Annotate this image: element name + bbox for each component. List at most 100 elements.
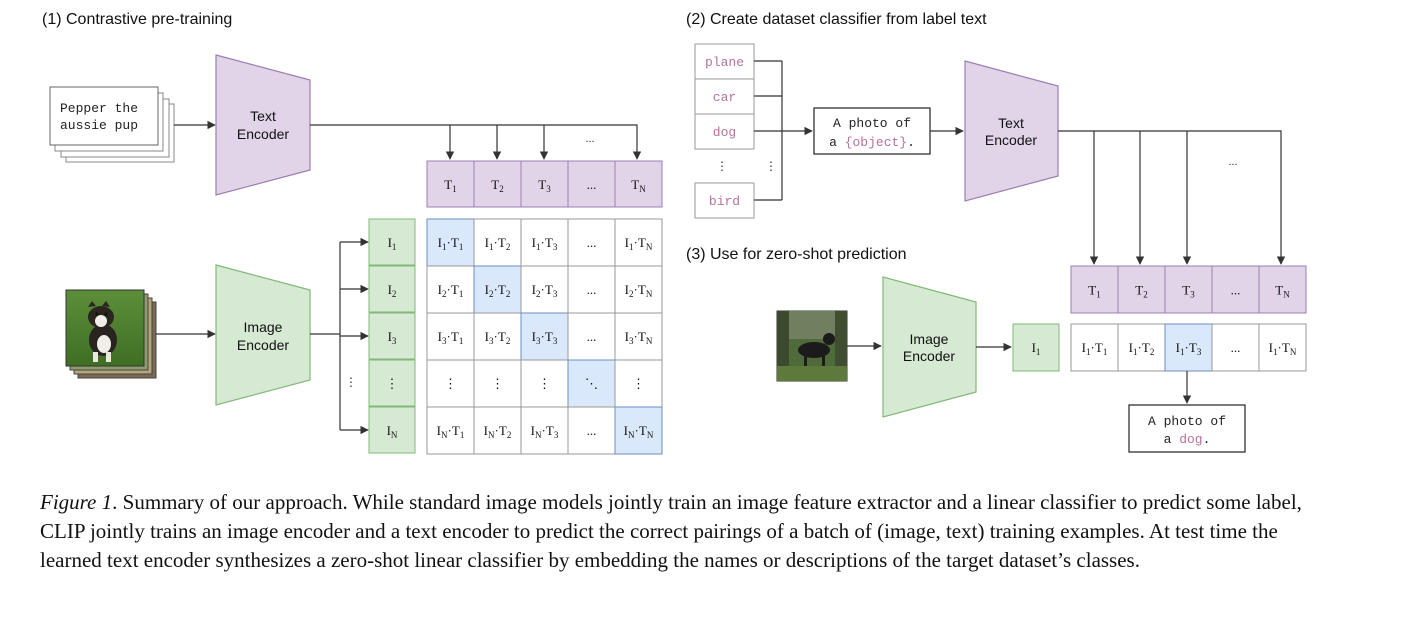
zs-cell-text: I1·T3: [1176, 340, 1202, 357]
matrix-cell: [567, 359, 616, 408]
matrix-cell-text: ⋮: [538, 376, 551, 391]
caption-stack: Pepper the aussie pup: [49, 86, 175, 163]
prompt-line-2: a {object}.: [829, 135, 915, 150]
matrix-cell-text: ⋮: [444, 376, 457, 391]
zs-cell: [1164, 323, 1213, 372]
section-title-classifier: (2) Create dataset classifier from label…: [686, 11, 987, 28]
text-embedding-2-cell: [1117, 265, 1166, 314]
prompt-template: A photo of a {object}.: [813, 107, 931, 155]
matrix-cell-text: ...: [587, 329, 597, 344]
matrix-cell: [426, 218, 475, 267]
text-embedding-2-token: TN: [1275, 283, 1290, 300]
image-embedding-token: I3: [388, 329, 397, 346]
image-embedding-token: I1: [388, 235, 397, 252]
zs-cell-text: I1·T1: [1082, 340, 1108, 357]
zs-cell: [1070, 323, 1119, 372]
matrix-cell-text: IN·T3: [531, 423, 559, 440]
label-car: car: [713, 90, 736, 105]
text-embedding-2-cell: [1258, 265, 1307, 314]
matrix-cell-text: I1·T3: [532, 235, 558, 252]
caption-line-1: Pepper the: [60, 101, 138, 116]
text-embedding-token: ...: [587, 177, 597, 192]
label-list: plane car dog bird: [694, 43, 755, 219]
zs-cell-text: I1·TN: [1269, 340, 1297, 357]
zs-cell: [1117, 323, 1166, 372]
text-embedding-2-token: T2: [1135, 283, 1147, 300]
matrix-cell: [520, 406, 569, 455]
zs-cell: [1211, 323, 1260, 372]
image-embedding-cell: [368, 312, 416, 360]
label-box: [694, 113, 755, 150]
text-encoder-pretrain: Text Encoder: [215, 54, 311, 196]
label-box: [694, 78, 755, 115]
text-embedding-2-cell: [1211, 265, 1260, 314]
matrix-cell-text: IN·T1: [437, 423, 465, 440]
matrix-cell-text: I1·T1: [438, 235, 464, 252]
text-encoder-label-2: Encoder: [237, 126, 289, 142]
zeroshot-similarity-row: I1·T1 I1·T2 I1·T3... I1·TN: [1070, 323, 1307, 372]
text-embedding-2-cell: [1164, 265, 1213, 314]
vdots-image-col: ⋮: [345, 375, 357, 389]
text-embedding-token: T2: [491, 177, 503, 194]
matrix-cell-text: I2·T2: [485, 282, 511, 299]
section-title-pretrain: (1) Contrastive pre-training: [42, 11, 232, 28]
label-bird: bird: [709, 194, 740, 209]
zs-cell-text: ...: [1231, 340, 1241, 355]
matrix-cell: [614, 218, 663, 267]
matrix-cell-text: I3·T1: [438, 329, 464, 346]
label-plane: plane: [705, 55, 744, 70]
clip-figure: (1) Contrastive pre-training (2) Create …: [42, 11, 1307, 455]
image-embedding-cell: [368, 265, 416, 313]
image-embedding-zeroshot: I1: [1012, 323, 1060, 372]
text-embedding-2-token: T1: [1088, 283, 1100, 300]
image-encoder-zeroshot: Image Encoder: [882, 276, 977, 418]
matrix-cell-text: I2·TN: [625, 282, 653, 299]
text-encoder-2-label-1: Text: [998, 115, 1024, 131]
matrix-cell-text: ⋮: [632, 376, 645, 391]
matrix-cell: [473, 406, 522, 455]
matrix-cell: [614, 406, 663, 455]
matrix-cell: [426, 265, 475, 314]
label-dog: dog: [713, 125, 736, 140]
ellipsis-classifier: ...: [1229, 154, 1238, 168]
matrix-cell-text: ...: [587, 282, 597, 297]
matrix-cell: [567, 312, 616, 361]
matrix-cell-text: I1·T2: [485, 235, 511, 252]
label-box: [694, 182, 755, 219]
matrix-cell-text: I3·TN: [625, 329, 653, 346]
text-embedding-cell: [567, 160, 616, 208]
matrix-cell-text: IN·TN: [624, 423, 654, 440]
text-embedding-cell: [614, 160, 663, 208]
text-embedding-2-token: ...: [1231, 283, 1241, 298]
zs-cell-text: I1·T2: [1129, 340, 1155, 357]
text-embedding-token: T1: [444, 177, 456, 194]
section-title-zeroshot: (3) Use for zero-shot prediction: [686, 246, 907, 263]
image-embedding-token: I2: [388, 282, 397, 299]
matrix-cell-text: ...: [587, 423, 597, 438]
zs-cell: [1258, 323, 1307, 372]
matrix-cell: [473, 218, 522, 267]
matrix-cell-text: I1·TN: [625, 235, 653, 252]
vdots-labels-line: ⋮: [765, 159, 777, 173]
prediction-box: A photo of a dog.: [1128, 404, 1246, 453]
matrix-cell-text: I2·T1: [438, 282, 464, 299]
matrix-cell-text: I3·T3: [532, 329, 558, 346]
caption-line-2: aussie pup: [60, 118, 138, 133]
text-embedding-cell: [473, 160, 522, 208]
text-embedding-token: TN: [631, 177, 646, 194]
image-embedding-cell: [368, 406, 416, 454]
text-embedding-2-cell: [1070, 265, 1119, 314]
image-embedding-token: IN: [387, 423, 398, 440]
image-encoder-2-label-1: Image: [910, 331, 949, 347]
matrix-cell: [520, 265, 569, 314]
image-encoder-label-1: Image: [244, 319, 283, 335]
image-encoder-pretrain: Image Encoder: [215, 264, 311, 406]
figure-caption: Figure 1. Summary of our approach. While…: [40, 488, 1330, 575]
matrix-cell-text: ...: [587, 235, 597, 250]
prediction-line-1: A photo of: [1148, 414, 1226, 429]
vdots-labels: ⋮: [716, 159, 728, 173]
